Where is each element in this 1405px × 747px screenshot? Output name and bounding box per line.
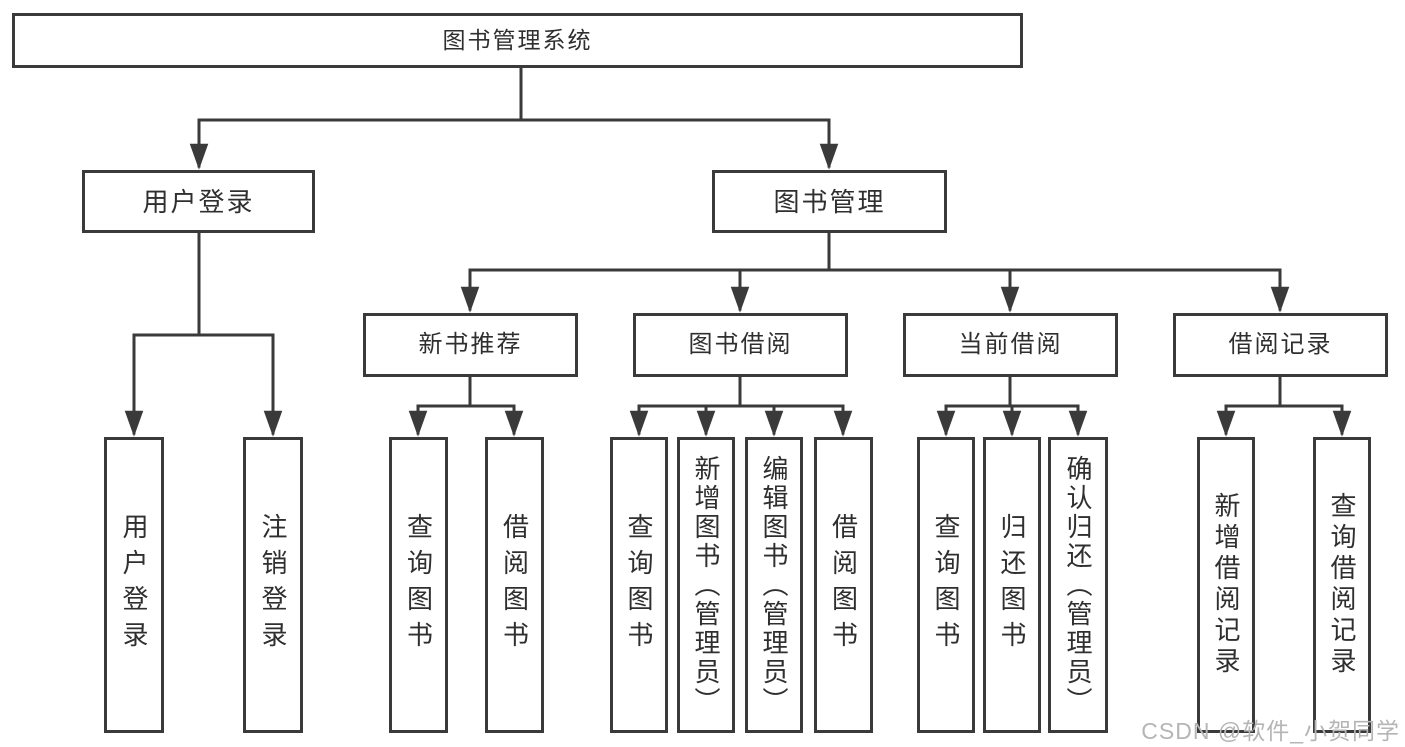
node-leaf-query-books-current: 查询图书: [917, 437, 975, 733]
node-user-login: 用户登录: [82, 170, 315, 233]
node-user-login-label: 用户登录: [142, 186, 255, 217]
node-new-book-recommend: 新书推荐: [363, 313, 578, 377]
node-leaf-logout: 注销登录: [243, 437, 303, 733]
node-leaf-confirm-return-admin-label: 确认归还（管理员）: [1063, 454, 1093, 716]
node-leaf-query-books-borrowing-label: 查询图书: [624, 513, 654, 657]
node-leaf-add-books-admin: 新增图书（管理员）: [677, 437, 735, 733]
node-borrowing-records-label: 借阅记录: [1228, 331, 1333, 358]
node-leaf-logout-label: 注销登录: [258, 513, 288, 657]
node-book-borrowing-label: 图书借阅: [688, 331, 793, 358]
node-book-management-label: 图书管理: [773, 186, 886, 217]
node-leaf-query-books-recommend: 查询图书: [389, 437, 448, 733]
node-book-management: 图书管理: [712, 170, 947, 233]
node-leaf-borrow-books-recommend-label: 借阅图书: [499, 513, 530, 657]
node-leaf-confirm-return-admin: 确认归还（管理员）: [1048, 437, 1108, 733]
node-leaf-borrow-books-recommend: 借阅图书: [485, 437, 544, 733]
node-leaf-edit-books-admin: 编辑图书（管理员）: [745, 437, 803, 733]
node-leaf-query-borrow-record-label: 查询借阅记录: [1327, 492, 1357, 678]
node-current-borrowing-label: 当前借阅: [958, 331, 1063, 358]
node-leaf-query-borrow-record: 查询借阅记录: [1313, 437, 1371, 733]
node-leaf-borrow-books-borrowing: 借阅图书: [814, 437, 873, 733]
node-leaf-query-books-borrowing: 查询图书: [610, 437, 668, 733]
node-leaf-borrow-books-borrowing-label: 借阅图书: [828, 513, 859, 657]
node-leaf-add-borrow-record-label: 新增借阅记录: [1211, 492, 1241, 678]
watermark: CSDN @软件_小贺同学: [1141, 718, 1400, 744]
node-new-book-recommend-label: 新书推荐: [418, 331, 523, 358]
node-book-borrowing: 图书借阅: [633, 313, 848, 377]
node-leaf-add-borrow-record: 新增借阅记录: [1197, 437, 1255, 733]
node-leaf-query-books-recommend-label: 查询图书: [403, 513, 434, 657]
node-leaf-add-books-admin-label: 新增图书（管理员）: [691, 454, 721, 716]
node-leaf-user-login-label: 用户登录: [119, 513, 149, 657]
node-leaf-user-login: 用户登录: [104, 437, 164, 733]
node-leaf-edit-books-admin-label: 编辑图书（管理员）: [759, 454, 789, 716]
node-leaf-query-books-current-label: 查询图书: [931, 513, 961, 657]
node-library-management-system-label: 图书管理系统: [442, 27, 593, 53]
node-borrowing-records: 借阅记录: [1173, 313, 1388, 377]
node-leaf-return-books: 归还图书: [983, 437, 1041, 733]
node-library-management-system: 图书管理系统: [12, 13, 1023, 68]
node-leaf-return-books-label: 归还图书: [997, 513, 1027, 657]
node-current-borrowing: 当前借阅: [903, 313, 1118, 377]
